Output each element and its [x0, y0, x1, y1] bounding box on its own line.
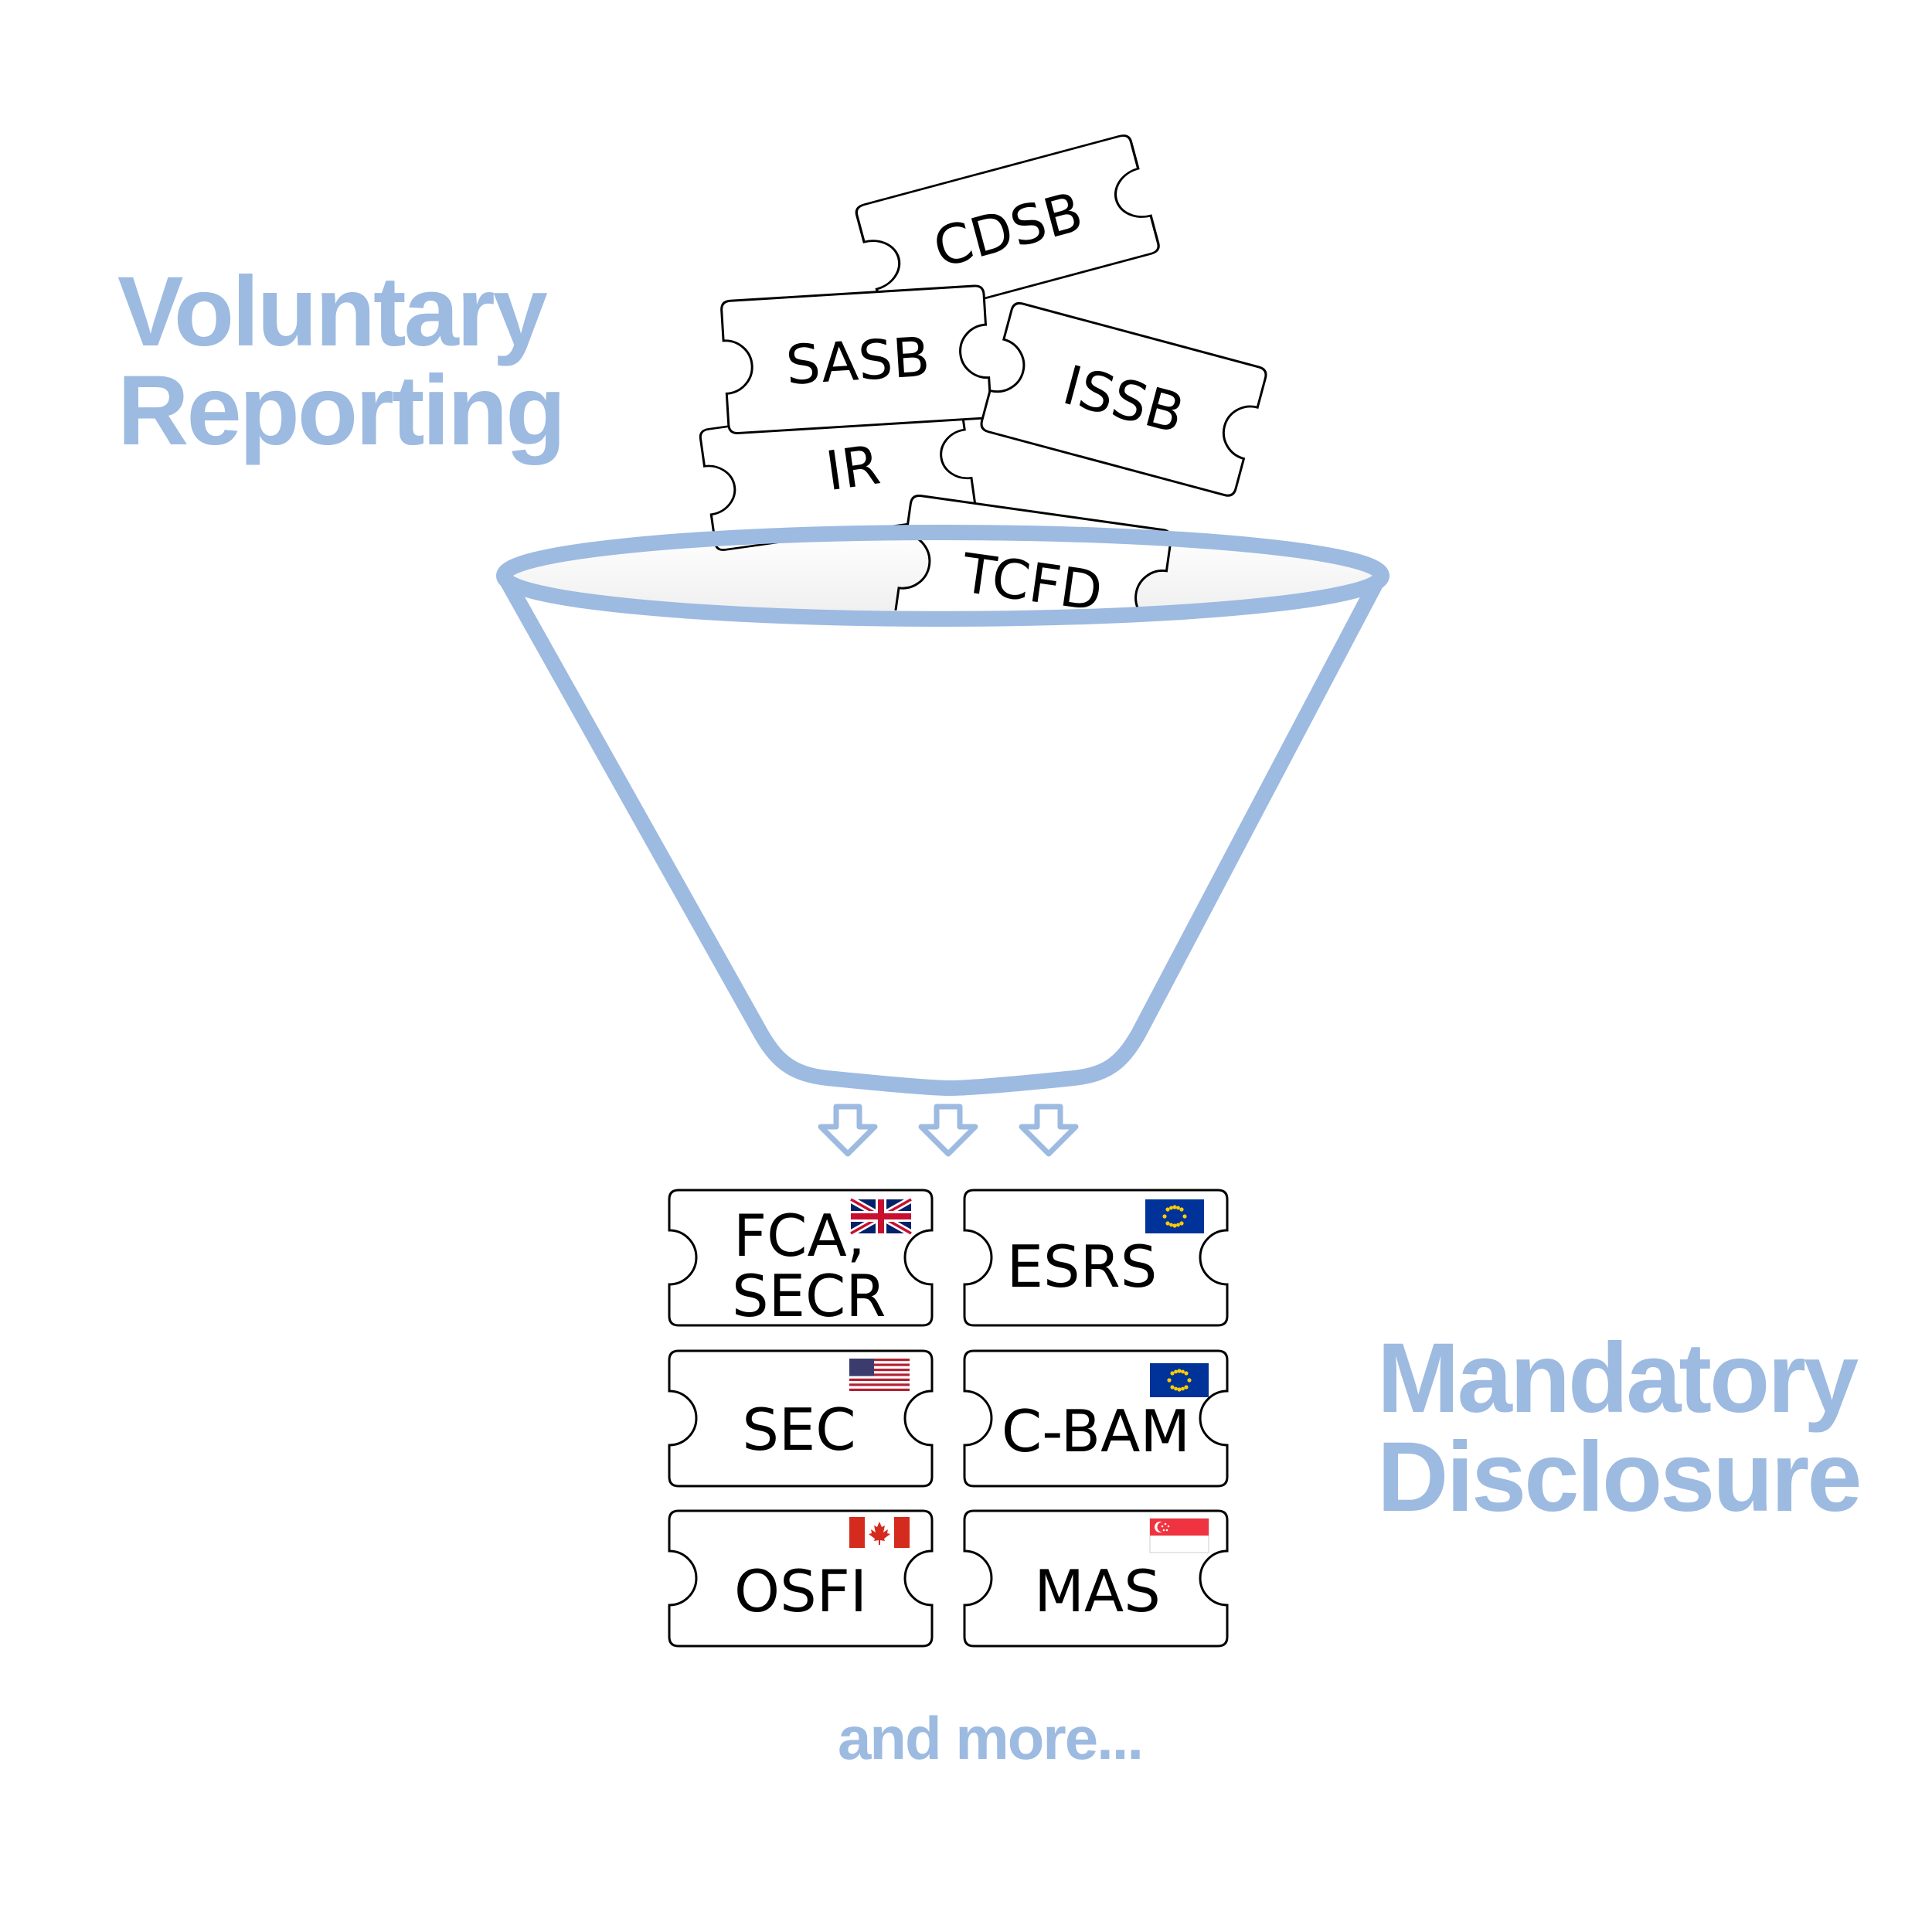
ticket-cbam-label: C-BAM [1002, 1397, 1190, 1465]
ticket-issb: ISSB [978, 300, 1269, 499]
ticket-osfi-label: OSFI [734, 1557, 867, 1625]
ticket-fca-label: FCA, [733, 1202, 866, 1270]
singapore-flag-icon [1149, 1518, 1209, 1553]
ticket-esrs-label: ESRS [1007, 1233, 1158, 1301]
uk-flag-icon [849, 1196, 913, 1236]
ticket-tcfd: TCFD [892, 493, 1174, 611]
eu-flag-icon [1145, 1199, 1204, 1233]
funnel [496, 525, 1389, 1096]
ticket-mas: MAS [963, 1509, 1229, 1648]
us-flag-icon [849, 1359, 910, 1391]
ticket-fca-secr: FCA, SECR [668, 1189, 934, 1330]
mandatory-tickets: FCA, SECR ESRS SEC [668, 1189, 1229, 1648]
down-arrows [818, 1104, 1079, 1157]
down-arrow-icon [1019, 1104, 1079, 1157]
ticket-sec-label: SEC [742, 1396, 855, 1464]
ticket-cbam: C-BAM [963, 1349, 1229, 1488]
ticket-osfi: OSFI [668, 1509, 934, 1648]
funnel-rim [496, 525, 1389, 627]
mandatory-heading-line1: Mandatory [1377, 1323, 1859, 1434]
ticket-secr-label: SECR [732, 1262, 886, 1330]
voluntary-heading-line1: Voluntary [117, 257, 548, 367]
canada-flag-icon [849, 1517, 910, 1548]
ticket-sec: SEC [668, 1349, 934, 1488]
and-more-caption: and more... [838, 1704, 1144, 1772]
ticket-esrs: ESRS [963, 1189, 1229, 1327]
down-arrow-icon [818, 1104, 878, 1157]
ticket-ir-label: IR [822, 433, 884, 503]
eu-flag-icon [1150, 1363, 1209, 1397]
ticket-sasb-label: SASB [784, 325, 932, 397]
mandatory-heading-line2: Disclosure [1377, 1422, 1862, 1532]
down-arrow-icon [918, 1104, 978, 1157]
ticket-mas-label: MAS [1034, 1557, 1161, 1625]
voluntary-heading-line2: Reporting [117, 355, 566, 466]
ticket-cdsb: CDSB [853, 132, 1162, 326]
ticket-sasb: SASB [719, 284, 993, 435]
voluntary-tickets: CDSB IR SASB ISSB TCFD [698, 132, 1269, 611]
funnel-body [499, 576, 1385, 1096]
ticket-ir: IR [698, 393, 978, 553]
